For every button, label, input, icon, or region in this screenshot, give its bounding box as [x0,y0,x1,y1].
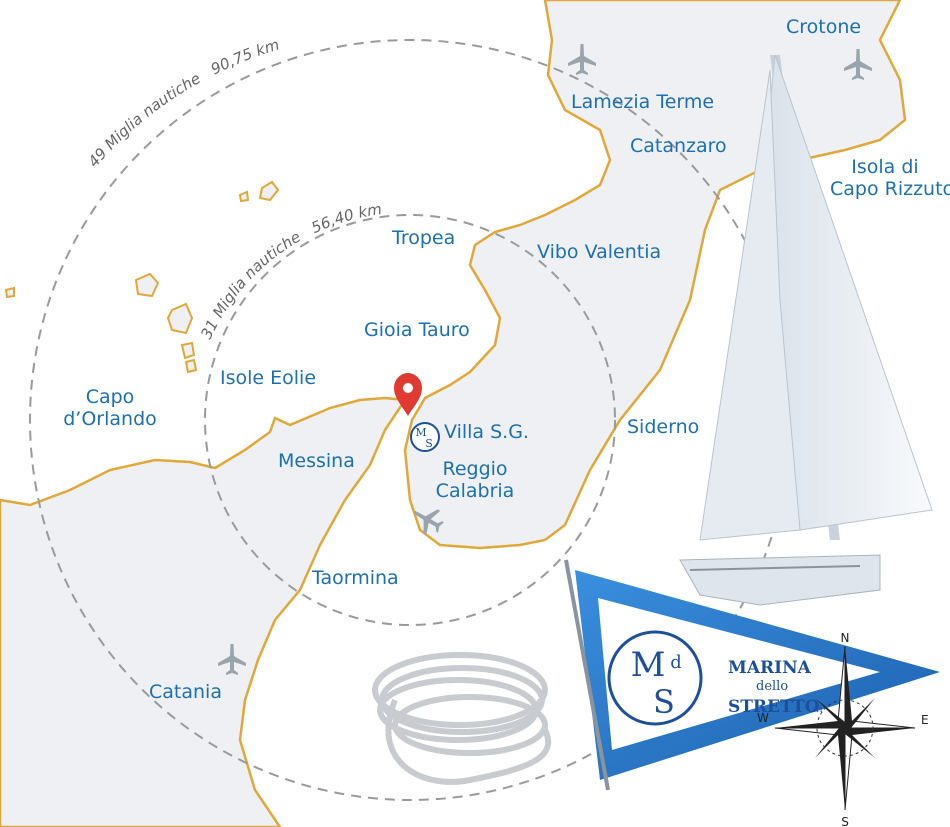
svg-text:d: d [670,652,682,673]
svg-text:S: S [841,815,849,827]
inner-range-ring [204,214,616,626]
airplane-icon [413,509,444,536]
label-messina: Messina [278,450,355,472]
aeolian-islands [4,180,280,374]
compass-rose-icon: N E S W [757,631,929,827]
svg-text:srl: srl [812,705,823,714]
label-gioia-tauro: Gioia Tauro [364,319,470,341]
label-vibo-valentia: Vibo Valentia [537,241,662,263]
airplane-icon [844,49,872,80]
svg-text:M: M [415,426,426,439]
svg-text:E: E [921,713,929,727]
label-isola-capo-rizzuto: Isola di Capo Rizzuto [830,156,950,200]
rope-coil-image [372,652,552,785]
label-villa-sg: Villa S.G. [444,421,529,443]
label-capo-dorlando: Capo d’Orlando [50,386,170,430]
label-tropea: Tropea [392,227,456,249]
sailboat-image [679,54,933,606]
label-lamezia-terme: Lamezia Terme [571,91,715,113]
svg-text:M: M [631,645,666,685]
label-isola-line2: Capo Rizzuto [830,178,950,200]
label-reggio-calabria: Reggio Calabria [420,458,530,502]
svg-text:N: N [841,631,850,645]
pennant-flag-image: M d S MARINA dello STRETTO srl [564,559,940,791]
label-taormina: Taormina [312,567,399,589]
airplane-icon [218,644,246,675]
label-catanzaro: Catanzaro [630,135,727,157]
sicily-landmass [0,396,408,827]
label-isola-line1: Isola di [851,156,919,178]
svg-text:S: S [425,437,433,450]
marina-logo-icon: M S [410,422,440,452]
svg-text:MARINA: MARINA [728,658,812,678]
airplane-icon [568,44,596,75]
label-siderno: Siderno [627,416,700,438]
svg-text:W: W [757,711,769,725]
label-capo-line1: Capo [85,386,135,408]
label-reggio-line1: Reggio [442,458,508,480]
svg-text:S: S [653,683,675,721]
svg-text:dello: dello [756,679,788,694]
label-reggio-line2: Calabria [435,480,515,502]
svg-text:STRETTO: STRETTO [728,697,820,717]
label-isole-eolie: Isole Eolie [220,367,317,389]
label-capo-line2: d’Orlando [63,408,157,430]
label-crotone: Crotone [786,16,862,38]
location-pin-icon [394,373,422,416]
label-catania: Catania [149,681,222,703]
